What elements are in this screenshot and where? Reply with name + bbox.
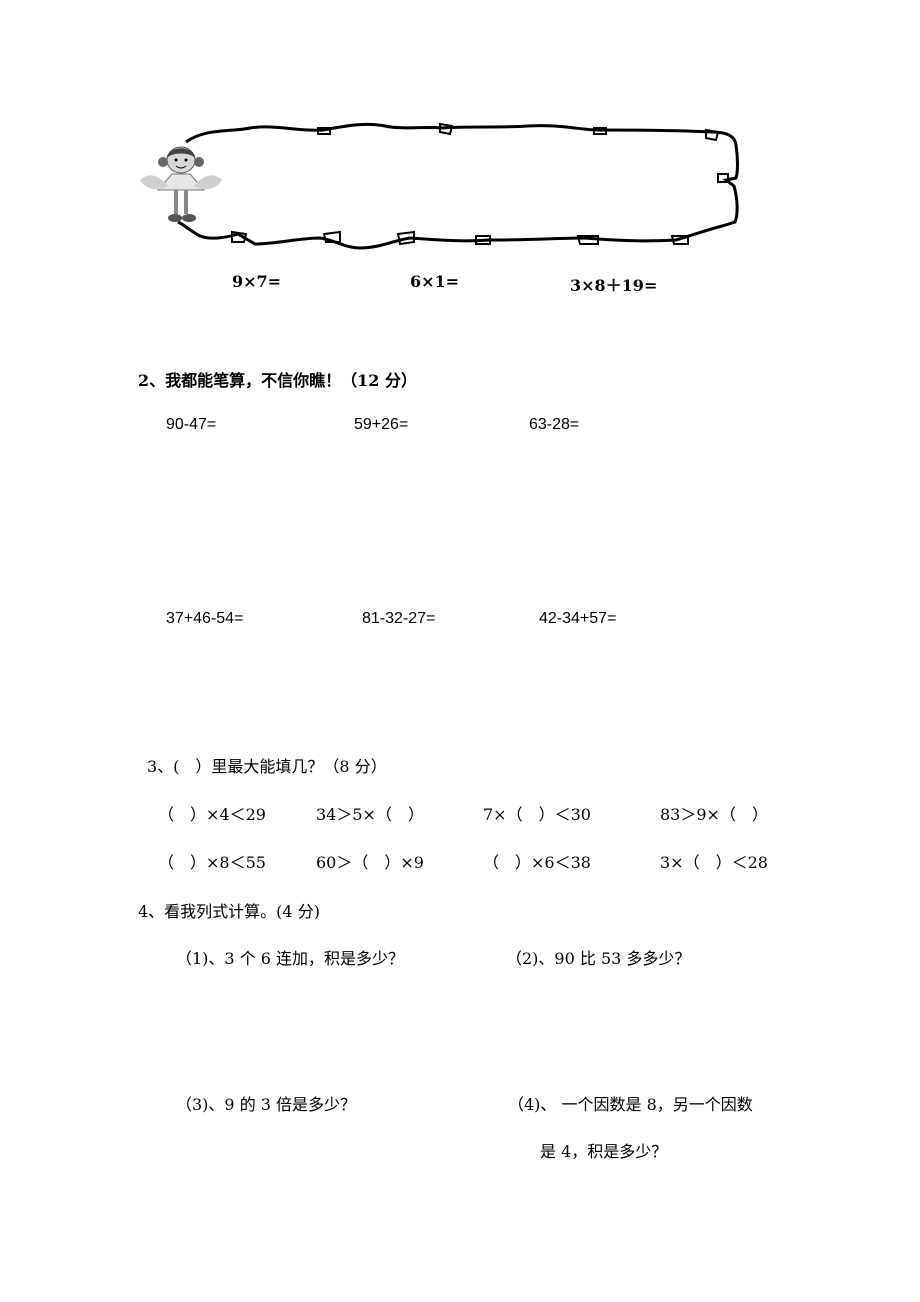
fill-blank-problem: 3×（ ）＜28	[660, 853, 768, 872]
fill-blank-problem: 7×（ ）＜30	[483, 805, 591, 824]
word-problem-1: （1)、3 个 6 连加，积是多少？	[176, 949, 405, 968]
frame-curl	[705, 128, 720, 142]
frame-curl	[317, 127, 331, 135]
section-3-title: 3、( ）里最大能填几？（8 分）	[147, 757, 387, 776]
word-problem-4-continued: 是 4，积是多少？	[540, 1142, 668, 1161]
calc-problem: 63-28=	[529, 416, 580, 433]
frame-curl	[717, 173, 729, 183]
frame-curl	[231, 230, 248, 243]
word-problem-4: （4)、 一个因数是 8，另一个因数	[508, 1095, 753, 1114]
frame-curl	[670, 235, 689, 245]
fill-blank-problem: （ ）×8＜55	[158, 853, 266, 872]
fill-blank-problem: （ ）×4＜29	[158, 805, 266, 824]
section-4-title: 4、看我列式计算。(4 分)	[138, 902, 320, 921]
section-2-title: 2、我都能笔算，不信你瞧！（12 分）	[138, 371, 417, 390]
calc-problem: 59+26=	[354, 416, 409, 433]
frame-outline	[177, 122, 739, 250]
fill-blank-problem: 34＞5×（ ）	[316, 805, 424, 824]
fill-blank-problem: 83＞9×（ ）	[660, 805, 768, 824]
fill-blank-problem: （ ）×6＜38	[483, 853, 591, 872]
frame-problem-3: 3×8＋19=	[570, 276, 658, 295]
calc-problem: 37+46-54=	[166, 610, 244, 627]
frame-problem-1: 9×7=	[232, 272, 282, 291]
girl-illustration	[140, 146, 222, 222]
frame-curl	[396, 230, 415, 246]
frame-curl	[439, 122, 454, 136]
fill-blank-problem: 60＞（ ）×9	[316, 853, 424, 872]
word-problem-3: （3)、9 的 3 倍是多少？	[176, 1095, 357, 1114]
calc-problem: 81-32-27=	[362, 610, 436, 627]
calc-problem: 42-34+57=	[539, 610, 617, 627]
frame-curl	[593, 127, 607, 135]
calc-problem: 90-47=	[166, 416, 217, 433]
speech-frame	[140, 122, 739, 250]
frame-problem-2: 6×1=	[410, 272, 460, 291]
frame-curl	[475, 235, 491, 245]
word-problem-2: （2)、90 比 53 多多少？	[506, 949, 691, 968]
frame-curl	[322, 230, 341, 243]
frame-curl	[576, 235, 599, 245]
